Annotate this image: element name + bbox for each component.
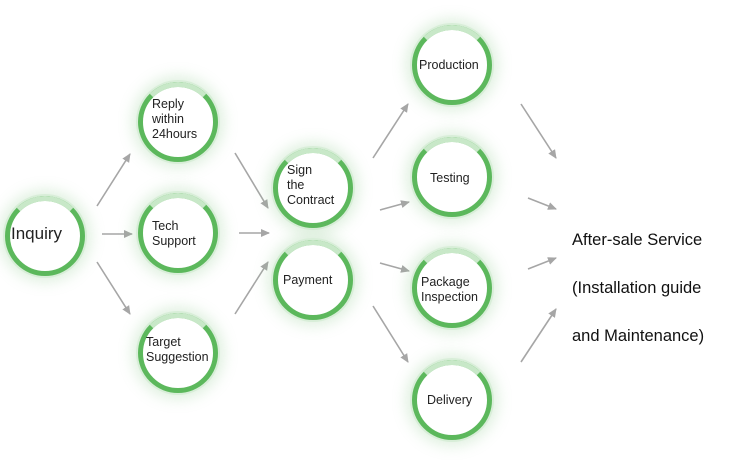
tech-support-label: Tech Support: [152, 219, 196, 248]
reply-label: Reply within 24hours: [152, 97, 198, 141]
after-sale-line-3: and Maintenance): [572, 327, 705, 345]
after-sale-service-text: After-sale Service (Installation guide a…: [572, 204, 704, 372]
arrow-payment-to-delivery: [372, 305, 409, 363]
sign-contract-label: Sign the Contract: [287, 163, 335, 207]
arrow-testing-to-after-sale: [527, 197, 557, 210]
arrow-reply-to-sign-contract: [234, 152, 269, 209]
inquiry-node: [5, 196, 85, 276]
arrow-delivery-to-after-sale: [520, 308, 557, 363]
after-sale-line-2: (Installation guide: [572, 279, 702, 297]
reply-node: [138, 82, 218, 162]
arrow-sign-contract-to-testing: [379, 200, 410, 211]
arrow-inquiry-to-reply: [96, 153, 131, 207]
payment-node: [273, 240, 353, 320]
package-inspection-node: [412, 248, 492, 328]
arrow-target-to-payment: [234, 261, 269, 315]
arrow-sign-contract-to-production: [372, 103, 409, 159]
arrow-inquiry-to-target-suggestion: [96, 261, 131, 315]
delivery-label: Delivery: [427, 393, 473, 407]
sign-contract-node: [273, 148, 353, 228]
after-sale-line-1: After-sale Service: [572, 231, 703, 249]
testing-label: Testing: [430, 171, 470, 185]
testing-node: [412, 137, 492, 217]
arrow-payment-to-package-inspection: [379, 262, 410, 273]
arrow-package-to-after-sale: [527, 257, 557, 270]
tech-support-node: [138, 193, 218, 273]
arrow-production-to-after-sale: [520, 103, 557, 159]
payment-label: Payment: [283, 273, 333, 287]
target-suggestion-node: [138, 313, 218, 393]
production-node: [412, 25, 492, 105]
production-label: Production: [419, 58, 479, 72]
target-suggestion-label: Target Suggestion: [146, 335, 209, 364]
inquiry-label: Inquiry: [11, 224, 63, 243]
delivery-node: [412, 360, 492, 440]
package-inspection-label: Package Inspection: [421, 275, 478, 304]
